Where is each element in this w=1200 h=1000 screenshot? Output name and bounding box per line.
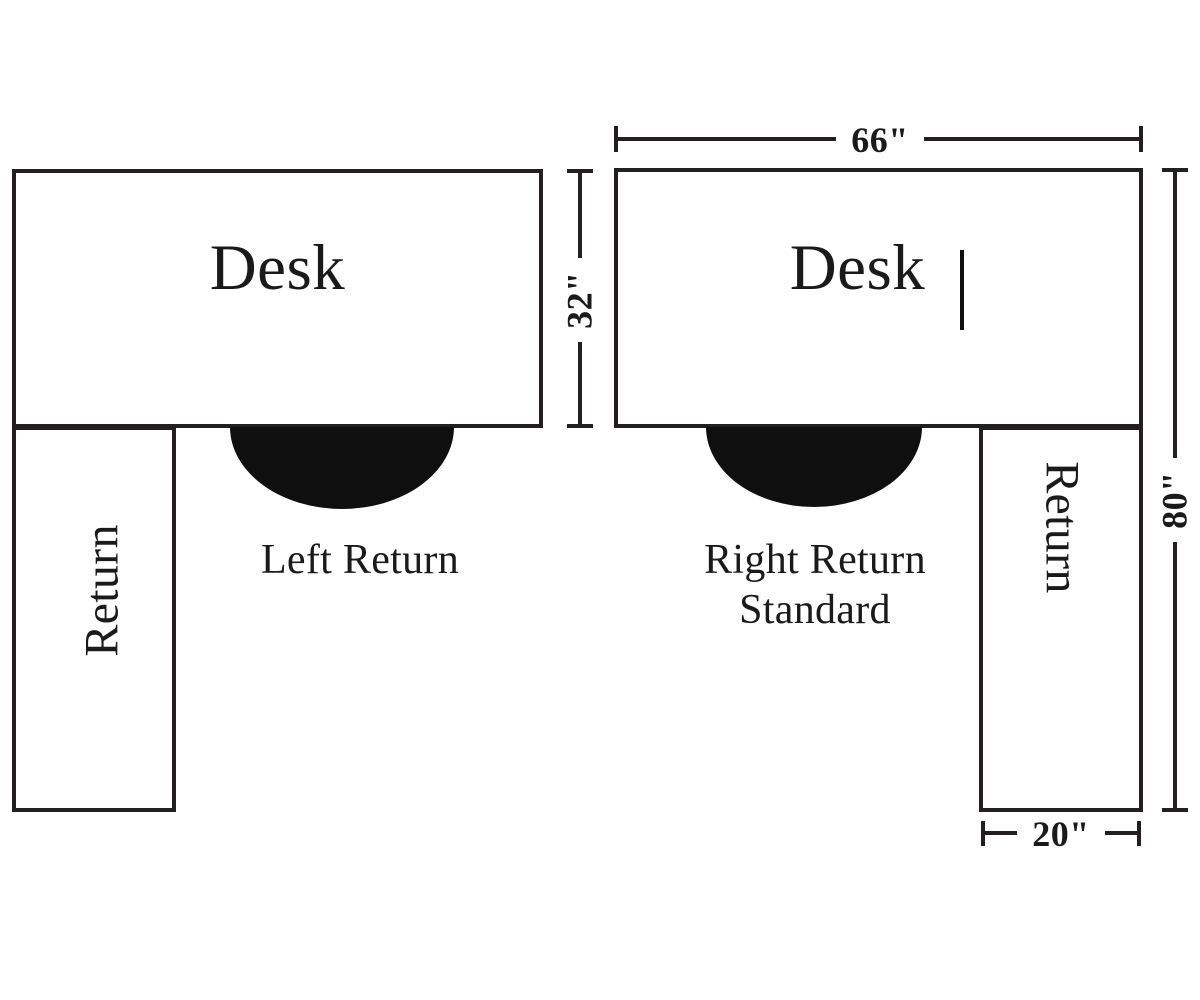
right-desk-panel[interactable] — [614, 168, 1143, 428]
dimension-80-label: 80" — [1154, 471, 1195, 529]
right-return-panel[interactable] — [979, 426, 1143, 812]
dimension-32-label: 32" — [559, 271, 600, 329]
left-return-panel[interactable] — [12, 426, 176, 812]
right-chair-shape — [706, 427, 922, 507]
dimension-20-label-chip: 20" — [1017, 814, 1105, 854]
dimension-66-label: 66" — [851, 119, 909, 160]
left-configuration-caption: Left Return — [260, 537, 460, 583]
dimension-20-label: 20" — [1032, 813, 1090, 854]
dimension-80-label-chip: 80" — [1152, 458, 1198, 542]
left-desk-panel[interactable] — [12, 169, 543, 428]
dimension-32-label-chip: 32" — [557, 258, 603, 342]
left-desk-label[interactable]: Desk — [209, 232, 346, 304]
left-return-label[interactable]: Return — [75, 524, 129, 657]
right-configuration-caption-line1: Right Return — [704, 537, 926, 583]
right-desk-label[interactable]: Desk — [789, 232, 926, 304]
right-configuration-caption-line2: Standard — [739, 587, 891, 633]
left-chair-shape — [230, 427, 454, 509]
right-return-label[interactable]: Return — [1035, 461, 1089, 594]
dimension-66-label-chip: 66" — [836, 120, 924, 160]
left-configuration-group — [12, 169, 543, 812]
